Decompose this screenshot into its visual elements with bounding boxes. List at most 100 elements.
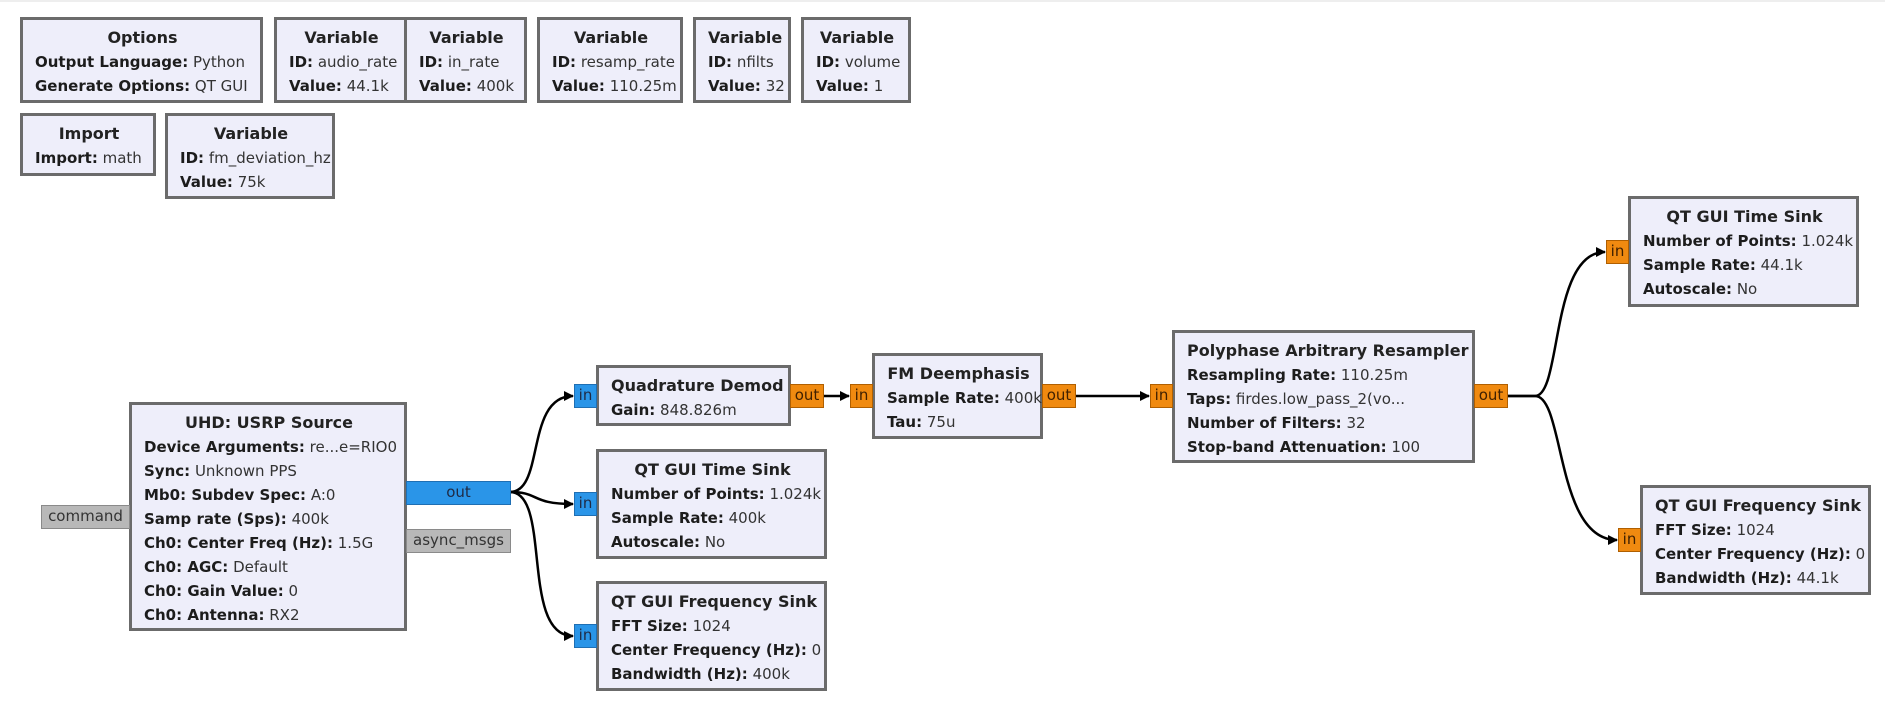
- fm-deemph-out-port[interactable]: out: [1042, 384, 1076, 408]
- param-value: 0: [288, 582, 299, 600]
- block-param-row: Autoscale: No: [1643, 277, 1846, 301]
- block-title: Options: [107, 28, 178, 47]
- param-value: fm_deviation_hz: [208, 149, 331, 167]
- block-title: FM Deemphasis: [887, 364, 1030, 383]
- polyphase-arbitrary-resampler-block[interactable]: Polyphase Arbitrary Resampler Resampling…: [1172, 330, 1475, 463]
- param-label: Output Language:: [35, 53, 189, 71]
- block-param-row: Center Frequency (Hz): 0: [1655, 542, 1865, 566]
- param-label: Center Frequency (Hz):: [1655, 545, 1851, 563]
- block-title: QT GUI Frequency Sink: [611, 592, 817, 611]
- block-title: QT GUI Time Sink: [1666, 207, 1823, 226]
- param-value: re...e=RIO0: [309, 438, 397, 456]
- block-title: Variable: [304, 28, 379, 47]
- resampler-out-port[interactable]: out: [1474, 384, 1508, 408]
- param-value: Python: [193, 53, 245, 71]
- param-label: Sample Rate:: [887, 389, 1000, 407]
- block-title: Variable: [819, 28, 895, 47]
- block-title: Polyphase Arbitrary Resampler: [1187, 341, 1469, 360]
- param-label: ID:: [816, 53, 841, 71]
- quad-demod-out-port[interactable]: out: [790, 384, 824, 408]
- param-label: Value:: [708, 77, 761, 95]
- block-title: QT GUI Frequency Sink: [1655, 496, 1861, 515]
- param-value: 44.1k: [346, 77, 389, 95]
- param-value: 32: [1346, 414, 1366, 432]
- param-label: Sample Rate:: [611, 509, 724, 527]
- block-title: UHD: USRP Source: [185, 413, 353, 432]
- param-label: Mb0: Subdev Spec:: [144, 486, 307, 504]
- time-sink-1-in-port[interactable]: in: [574, 492, 597, 516]
- block-param-row: Sync: Unknown PPS: [144, 459, 394, 483]
- block-param-row: Samp rate (Sps): 400k: [144, 507, 394, 531]
- time-sink-2-in-port[interactable]: in: [1606, 240, 1629, 264]
- wire-resampler-to-freq-sink-2[interactable]: [1508, 394, 1618, 545]
- param-value: RX2: [269, 606, 300, 624]
- param-label: Value:: [289, 77, 342, 95]
- usrp-out-port[interactable]: out: [406, 481, 511, 505]
- param-label: Sample Rate:: [1643, 256, 1756, 274]
- param-value: QT GUI: [194, 77, 248, 95]
- usrp-source-block[interactable]: UHD: USRP Source Device Arguments: re...…: [129, 402, 407, 631]
- block-param-row: Device Arguments: re...e=RIO0: [144, 435, 397, 459]
- param-value: No: [704, 533, 726, 551]
- block-title: Variable: [573, 28, 649, 47]
- wire-usrp-to-freq-sink-1[interactable]: [509, 490, 574, 641]
- param-label: ID:: [708, 53, 733, 71]
- block-param-row: Value: 75k: [180, 170, 322, 194]
- freq-sink-2-in-port[interactable]: in: [1618, 528, 1641, 552]
- block-param-row: Number of Points: 1.024k: [611, 482, 821, 506]
- block-param-row: ID: audio_rate: [289, 50, 397, 74]
- param-value: 1.5G: [337, 534, 374, 552]
- block-param-row: Value: 44.1k: [289, 74, 394, 98]
- param-value: 75k: [237, 173, 266, 191]
- block-title: QT GUI Time Sink: [634, 460, 791, 479]
- block-title: Quadrature Demod: [611, 376, 784, 395]
- param-label: Center Frequency (Hz):: [611, 641, 807, 659]
- resampler-in-port[interactable]: in: [1150, 384, 1173, 408]
- param-value: 1024: [692, 617, 731, 635]
- usrp-command-port[interactable]: command: [41, 505, 130, 529]
- fm-deemph-in-port[interactable]: in: [850, 384, 873, 408]
- block-param-row: ID: resamp_rate: [552, 50, 675, 74]
- qt-gui-time-sink-block-2[interactable]: QT GUI Time Sink Number of Points: 1.024…: [1628, 196, 1859, 307]
- block-param-row: Sample Rate: 44.1k: [1643, 253, 1846, 277]
- usrp-async-msgs-port[interactable]: async_msgs: [406, 529, 511, 553]
- block-param-row: Bandwidth (Hz): 44.1k: [1655, 566, 1858, 590]
- param-value: 75u: [926, 413, 956, 431]
- param-label: Number of Points:: [611, 485, 765, 503]
- param-label: FFT Size:: [611, 617, 688, 635]
- block-param-row: Ch0: Gain Value: 0: [144, 579, 394, 603]
- wire-usrp-to-quad-demod[interactable]: [509, 391, 574, 494]
- import-block[interactable]: Import Import: math: [20, 113, 156, 176]
- param-label: ID:: [419, 53, 444, 71]
- param-label: Stop-band Attenuation:: [1187, 438, 1387, 456]
- qt-gui-time-sink-block-1[interactable]: QT GUI Time Sink Number of Points: 1.024…: [596, 449, 827, 559]
- param-label: Taps:: [1187, 390, 1232, 408]
- block-title: Variable: [213, 124, 289, 143]
- block-param-row: Mb0: Subdev Spec: A:0: [144, 483, 394, 507]
- param-label: Autoscale:: [611, 533, 701, 551]
- block-param-row: Value: 32: [708, 74, 785, 98]
- param-value: Unknown PPS: [194, 462, 297, 480]
- wire-usrp-to-time-sink-1[interactable]: [509, 490, 574, 509]
- block-title: Variable: [708, 28, 783, 47]
- param-value: resamp_rate: [580, 53, 675, 71]
- quad-demod-in-port[interactable]: in: [574, 384, 597, 408]
- block-param-row: Ch0: AGC: Default: [144, 555, 394, 579]
- freq-sink-1-in-port[interactable]: in: [574, 624, 597, 648]
- param-label: Import:: [35, 149, 98, 167]
- param-value: 44.1k: [1796, 569, 1839, 587]
- quadrature-demod-block[interactable]: Quadrature Demod Gain: 848.826m: [596, 365, 791, 426]
- param-value: 400k: [291, 510, 329, 528]
- param-value: 848.826m: [660, 401, 737, 419]
- wire-resampler-to-time-sink-2[interactable]: [1508, 247, 1606, 398]
